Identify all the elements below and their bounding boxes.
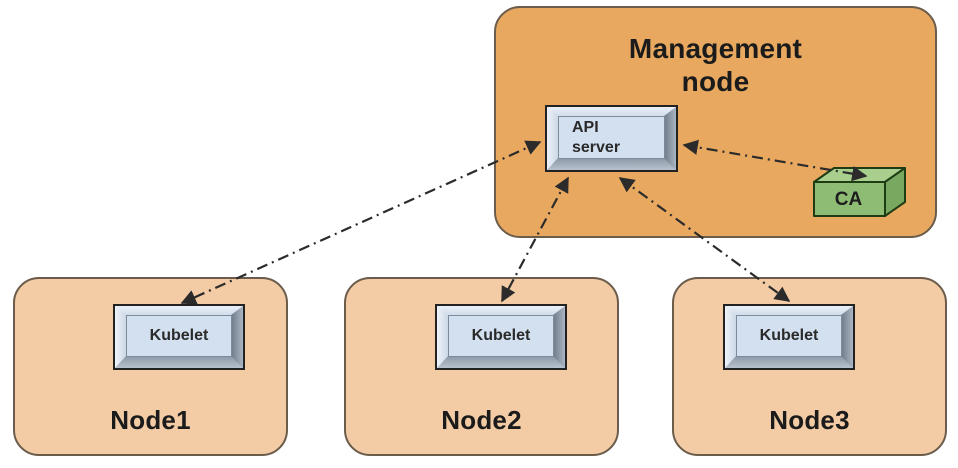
kubelet-box-node2[interactable]: Kubelet: [435, 304, 567, 370]
kubelet3-bevel-right: [841, 306, 853, 368]
kubelet1-label: Kubelet: [149, 327, 209, 345]
kubelet2-bevel-right: [553, 306, 565, 368]
kubelet2-bevel-bottom: [437, 356, 565, 368]
kubelet-box-node3[interactable]: Kubelet: [723, 304, 855, 370]
kubelet3-bevel-bottom: [725, 356, 853, 368]
kubelet1-bevel-top: [115, 306, 243, 316]
api-server-label-line2: server: [572, 138, 621, 156]
kubelet2-bevel-top: [437, 306, 565, 316]
ca-label: CA: [834, 189, 863, 210]
ca-box[interactable]: CA: [812, 166, 907, 218]
api-server-label: API server: [558, 116, 665, 159]
api-server-bevel-right: [664, 107, 676, 170]
worker-node-2-title: Node2: [441, 405, 522, 436]
kubelet3-bevel-left: [725, 306, 737, 368]
worker-node-3-title: Node3: [769, 405, 850, 436]
management-node-title-line2: node: [681, 66, 750, 98]
kubelet-box-node1[interactable]: Kubelet: [113, 304, 245, 370]
kubelet2-label: Kubelet: [471, 327, 531, 345]
kubelet2-bevel-left: [437, 306, 449, 368]
api-server-bevel-bottom: [547, 158, 676, 170]
kubelet1-face: [126, 315, 232, 357]
kubelet3-label: Kubelet: [759, 327, 819, 345]
kubelet2-face: [448, 315, 554, 357]
api-server-label-line1: API: [572, 118, 599, 136]
ca-cuboid-shape: [813, 167, 906, 217]
management-node-title-line1: Management: [628, 33, 803, 64]
api-server-bevel-top: [547, 107, 676, 117]
kubelet3-face: [736, 315, 842, 357]
kubelet3-bevel-top: [725, 306, 853, 316]
kubelet1-bevel-left: [115, 306, 127, 368]
management-node-title: Management node: [496, 32, 935, 98]
api-server-box[interactable]: API server: [545, 105, 678, 172]
api-server-bevel-left: [547, 107, 559, 170]
kubelet1-bevel-bottom: [115, 356, 243, 368]
kubelet1-bevel-right: [231, 306, 243, 368]
api-server-face: [558, 116, 665, 159]
worker-node-1-title: Node1: [110, 405, 191, 436]
